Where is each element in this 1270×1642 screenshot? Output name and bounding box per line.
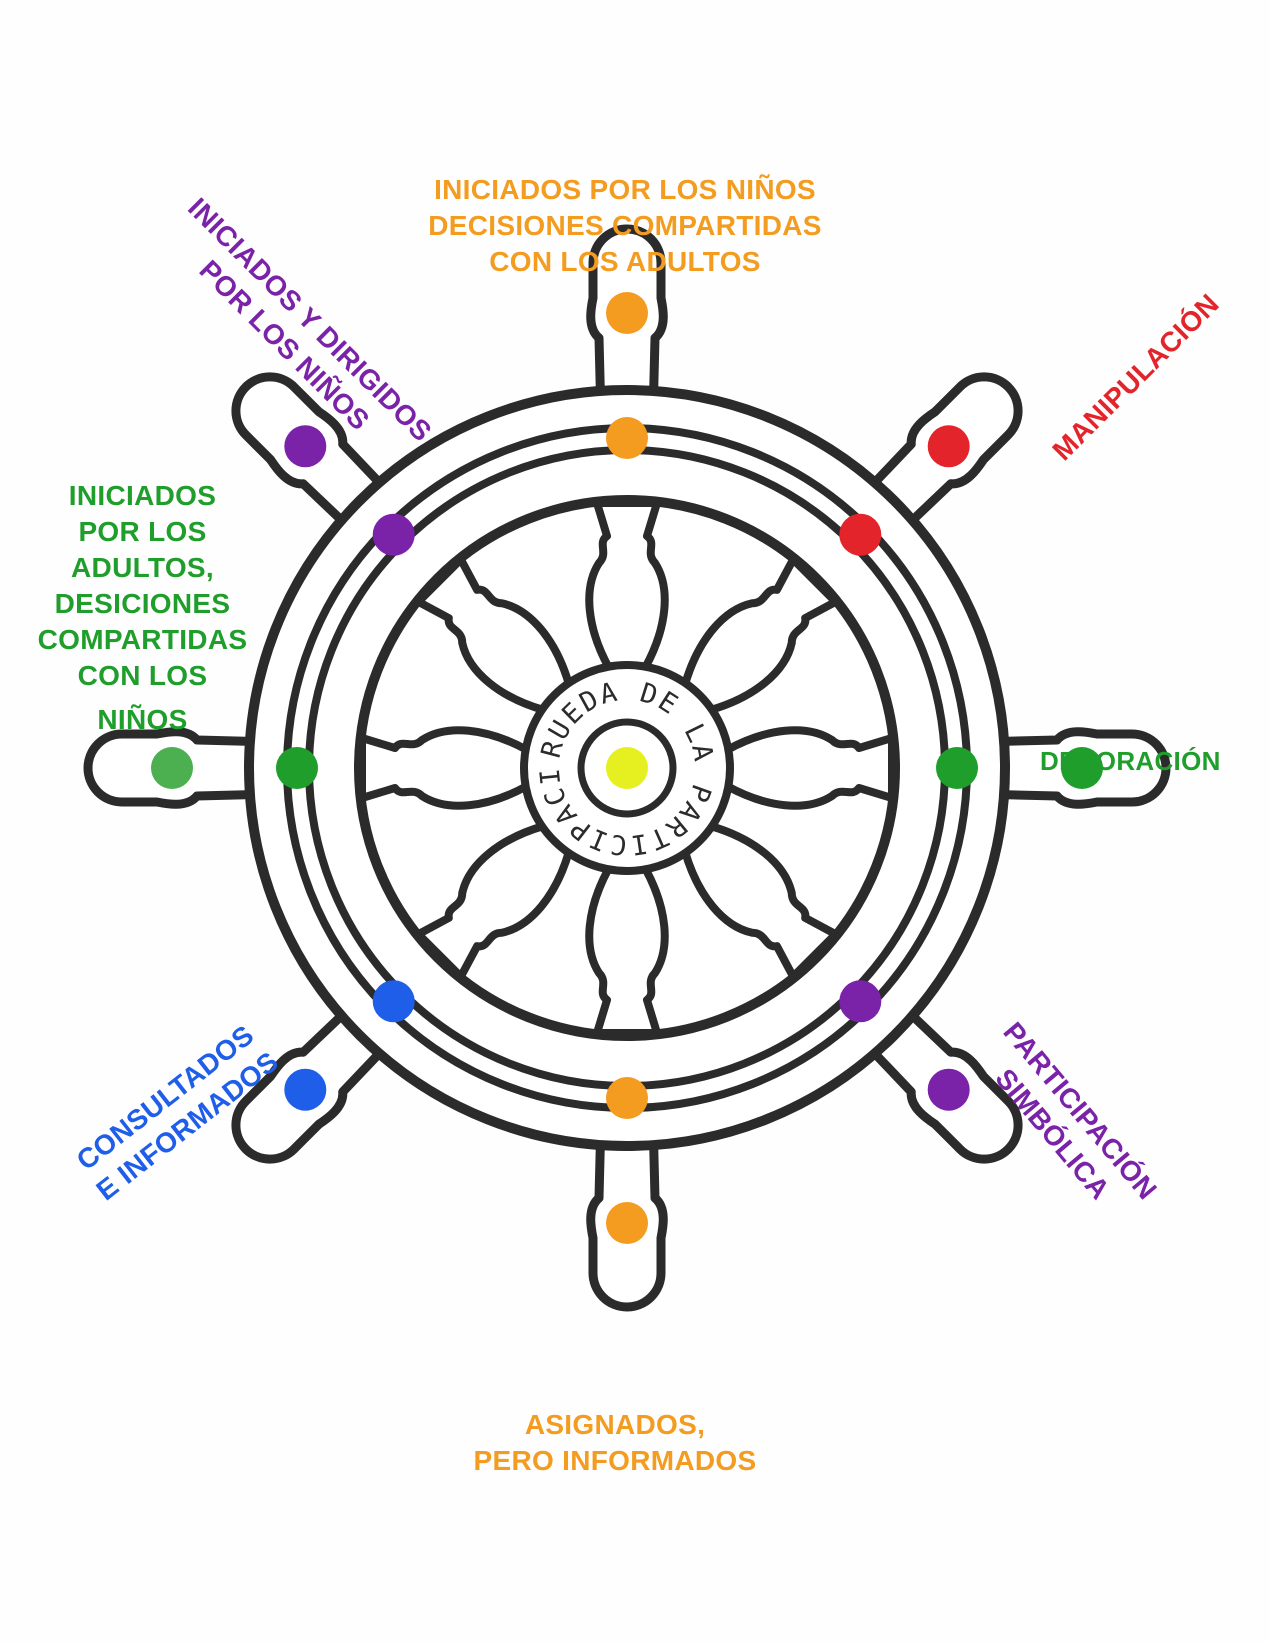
dot-bottomleft-rim [372,980,415,1023]
dot-bottomright-rim [839,980,882,1023]
label-top-line-1: INICIADOS POR LOS NIÑOS [434,174,816,205]
dot-left-handle [151,747,193,789]
dot-bottomright-handle [927,1068,970,1111]
spoke-top-right [680,555,840,715]
dot-bottomleft-handle [284,1068,327,1111]
dot-right-rim [936,747,978,789]
dot-bottom-rim [606,1077,648,1119]
colored-dots [151,292,1103,1244]
dot-topleft-rim [372,513,415,556]
dot-topright-rim [839,513,882,556]
label-top-line-2: DECISIONES COMPARTIDAS [428,210,822,241]
label-bottom-line-1: ASIGNADOS, [524,1409,706,1440]
label-top-line-3: CON LOS ADULTOS [489,246,761,277]
spoke-top [585,499,669,672]
label-bottom-line-2: PERO INFORMADOS [473,1445,757,1476]
dot-topright-handle [927,425,970,468]
spoke-bottom-right [680,821,840,981]
dot-right-handle [1061,747,1103,789]
dot-center [606,747,648,789]
label-top: INICIADOS POR LOS NIÑOS DECISIONES COMPA… [380,172,870,280]
label-left-line-4: DESICIONES [54,588,231,619]
label-left-line-5: COMPARTIDAS [37,624,248,655]
spoke-bottom-left [414,821,574,981]
label-left-line-1: INICIADOS [68,480,217,511]
spoke-top-left [414,555,574,715]
spoke-bottom [585,864,669,1037]
label-left-line-3: ADULTOS, [71,552,214,583]
label-left-line-6: CON LOS [77,660,208,691]
label-left-line-7: NIÑOS [97,704,188,735]
dot-topleft-handle [284,425,327,468]
wheel-spokes [358,499,896,1037]
dot-bottom-handle [606,1202,648,1244]
spoke-right [723,726,896,810]
label-right: DECORACIÓN [1040,743,1260,779]
dot-top-rim [606,417,648,459]
dot-top-handle [606,292,648,334]
label-bottom: ASIGNADOS, PERO INFORMADOS [430,1407,800,1479]
label-left: INICIADOS POR LOS ADULTOS, DESICIONES CO… [20,478,265,738]
spoke-left [358,726,531,810]
label-left-line-2: POR LOS [78,516,207,547]
label-right-line-1: DECORACIÓN [1040,746,1221,776]
dot-left-rim [276,747,318,789]
